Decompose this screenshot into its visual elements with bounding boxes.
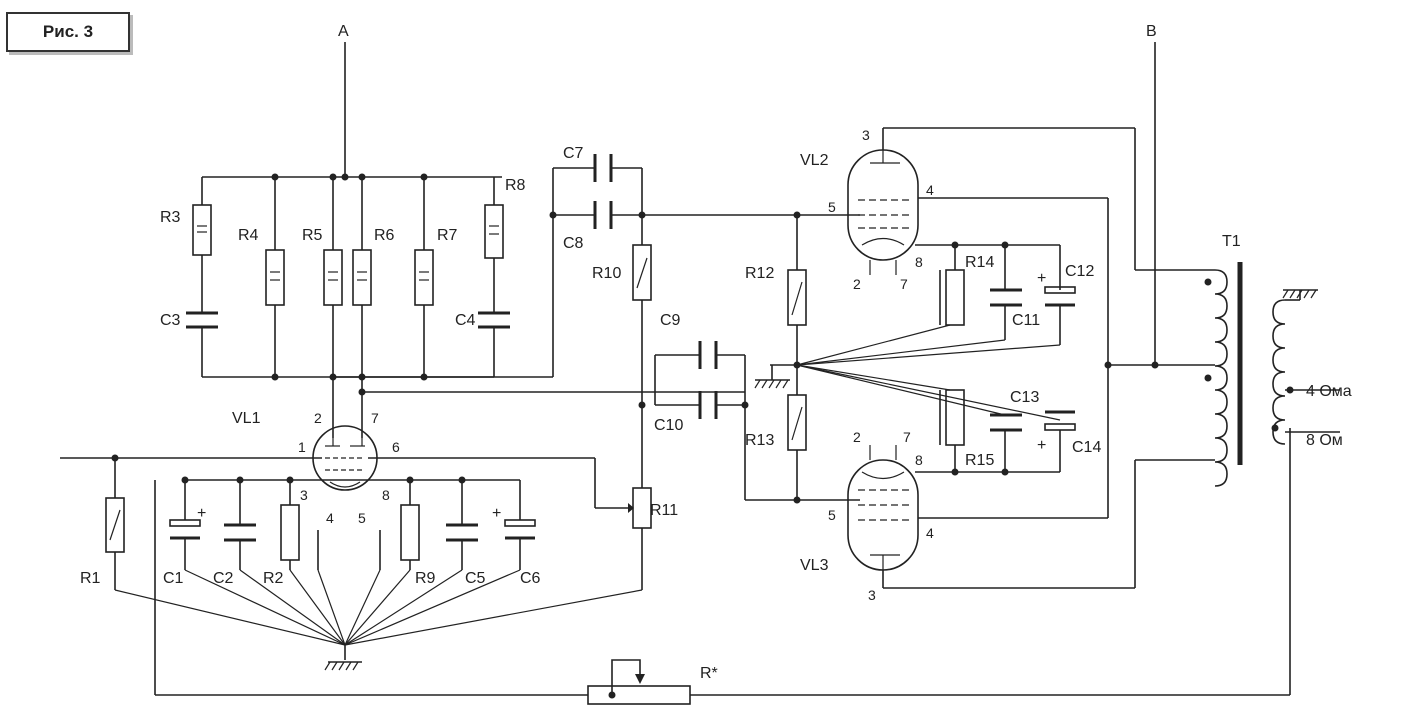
label-vl2: VL2: [800, 152, 829, 169]
label-c7: C7: [563, 145, 584, 162]
output-4-ohm-label: 4 Ома: [1306, 383, 1352, 400]
label-r11: R11: [650, 502, 678, 519]
vl1-pin-6: 6: [392, 439, 400, 455]
potentiometer-wiper-arrow: [628, 503, 634, 513]
label-r1: R1: [80, 570, 101, 587]
label-r7: R7: [437, 227, 458, 244]
ground-symbol-t1: [1282, 289, 1318, 299]
label-r9: R9: [415, 570, 436, 587]
label-r2: R2: [263, 570, 284, 587]
c14-plus-mark: +: [1037, 437, 1046, 454]
label-vl3: VL3: [800, 557, 829, 574]
c12-plus-mark: +: [1037, 270, 1046, 287]
vl3-tube: [847, 445, 919, 571]
transformer-t1: [1204, 262, 1340, 487]
resistor-r15: [945, 389, 965, 446]
resistor-bodies-left: [105, 204, 691, 705]
label-t1: T1: [1222, 233, 1241, 250]
vl1-pin-5: 5: [358, 510, 366, 526]
vl2-tube: [847, 149, 919, 275]
vl1-pin-3: 3: [300, 487, 308, 503]
vl2-pin-2: 2: [853, 276, 861, 292]
vl3-pin-4: 4: [926, 525, 934, 541]
label-c1: C1: [163, 570, 184, 587]
c6-plus-mark: +: [492, 505, 501, 522]
label-r13: R13: [745, 432, 774, 449]
vl1-pin-1: 1: [298, 439, 306, 455]
vl1-tube: [312, 425, 378, 491]
resistor-r14: [945, 269, 965, 326]
label-c11: C11: [1012, 312, 1040, 329]
vl3-pin-3: 3: [868, 587, 876, 603]
capacitor-c12: [1044, 286, 1076, 307]
vl3-pin-2: 2: [853, 429, 861, 445]
vl3-pin-7: 7: [903, 429, 911, 445]
adjustable-resistor-arrow: [635, 674, 645, 684]
vl2-pin-3: 3: [862, 127, 870, 143]
label-r12: R12: [745, 265, 774, 282]
label-r-star: R*: [700, 665, 718, 682]
label-c2: C2: [213, 570, 234, 587]
label-r10: R10: [592, 265, 621, 282]
label-vl1: VL1: [232, 410, 261, 427]
label-c10: C10: [654, 417, 683, 434]
c1-plus-mark: +: [197, 505, 206, 522]
vl2-pin-5: 5: [828, 199, 836, 215]
label-c6: C6: [520, 570, 541, 587]
electrolytic-capacitors-left: [169, 519, 536, 540]
figure-label: Рис. 3: [6, 12, 130, 52]
vl2-pin-8: 8: [915, 254, 923, 270]
capacitor-plates-left: [186, 154, 613, 542]
vl2-pin-7: 7: [900, 276, 908, 292]
wires-vl2: [882, 42, 1215, 366]
label-c3: C3: [160, 312, 181, 329]
label-r8: R8: [505, 177, 526, 194]
label-c13: C13: [1010, 389, 1039, 406]
vl3-pin-8: 8: [915, 452, 923, 468]
resistor-markings: [109, 225, 648, 541]
label-c12: C12: [1065, 263, 1094, 280]
vl1-pin-8: 8: [382, 487, 390, 503]
output-8-ohm-label: 8 Ом: [1306, 432, 1343, 449]
label-r6: R6: [374, 227, 395, 244]
label-r14: R14: [965, 254, 994, 271]
capacitor-c13: [990, 413, 1022, 432]
vl1-pin-7: 7: [371, 410, 379, 426]
vl1-pin-4: 4: [326, 510, 334, 526]
label-r4: R4: [238, 227, 259, 244]
vl3-pin-5: 5: [828, 507, 836, 523]
wires-vl3: [882, 365, 1215, 589]
ground-symbol-main: [324, 661, 362, 671]
label-c14: C14: [1072, 439, 1101, 456]
capacitor-c14: [1044, 410, 1076, 431]
vl1-pin-2: 2: [314, 410, 322, 426]
node-b-label: B: [1146, 23, 1157, 40]
wires-left: [60, 42, 1291, 696]
label-c9: C9: [660, 312, 681, 329]
label-r5: R5: [302, 227, 323, 244]
label-r15: R15: [965, 452, 994, 469]
label-c8: C8: [563, 235, 584, 252]
junction-dots: [111, 173, 1294, 699]
resistor-bodies-middle: [787, 269, 807, 451]
node-a-label: A: [338, 23, 349, 40]
label-r3: R3: [160, 209, 181, 226]
label-c4: C4: [455, 312, 476, 329]
capacitor-plates-middle: [698, 341, 718, 419]
ground-symbol-mid: [754, 365, 790, 389]
label-c5: C5: [465, 570, 486, 587]
wires-middle: [654, 215, 1061, 501]
vl2-pin-4: 4: [926, 182, 934, 198]
capacitor-c11: [990, 288, 1022, 307]
